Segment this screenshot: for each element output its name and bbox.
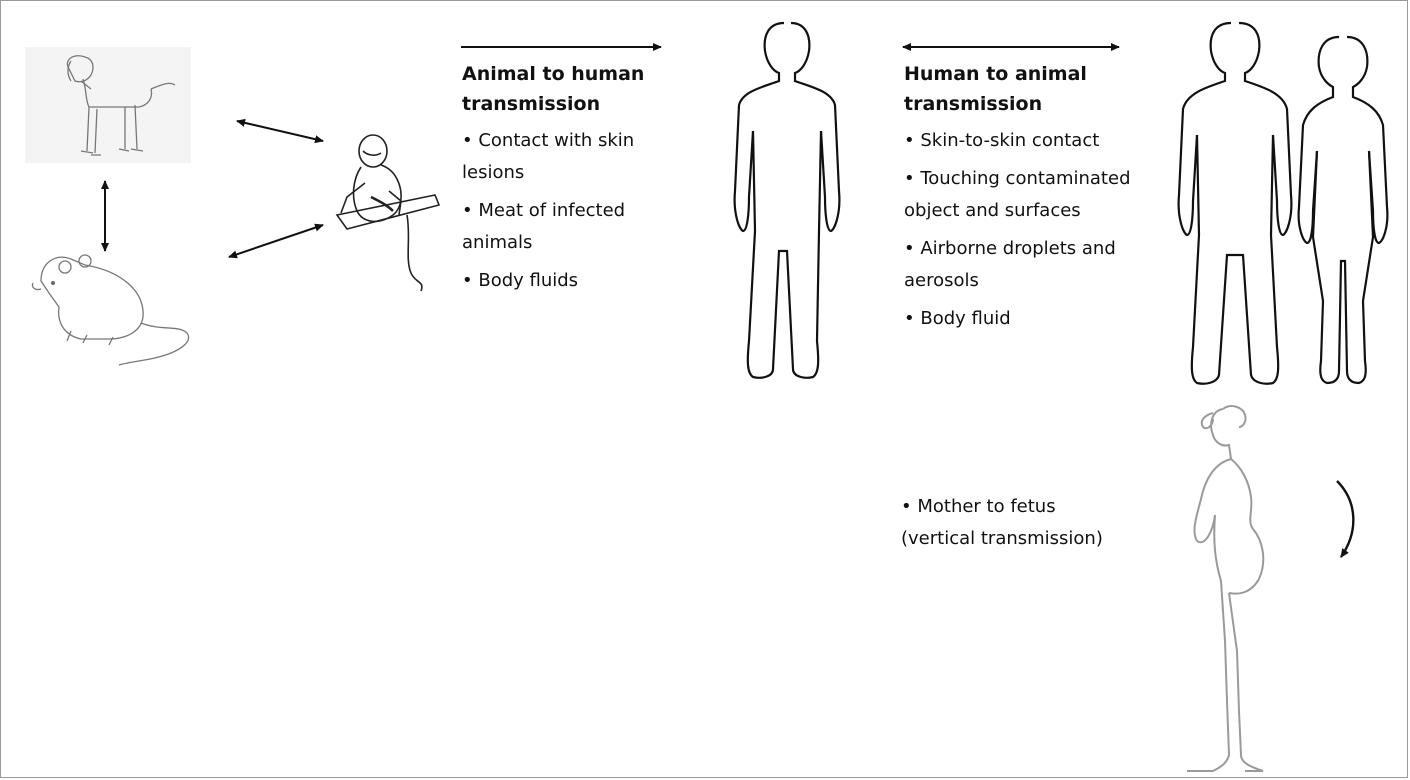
vertical-transmission-block: • Mother to fetus (vertical transmission… — [901, 491, 1141, 555]
list-item: • Body fluid — [904, 303, 1134, 335]
list-item: • Airborne droplets and aerosols — [904, 233, 1134, 297]
list-item: • Meat of infected animals — [462, 195, 682, 259]
animal-to-human-heading: Animal to human transmission — [462, 59, 682, 119]
list-item: • Skin-to-skin contact — [904, 125, 1134, 157]
vertical-line-1: • Mother to fetus — [901, 491, 1141, 523]
human-silhouette-icon — [735, 23, 840, 378]
rat-sketch-icon — [32, 255, 188, 365]
dog-sketch-icon — [25, 47, 191, 163]
pregnant-woman-silhouette-icon — [1187, 406, 1263, 771]
animal-to-human-block: Animal to human transmission • Contact w… — [462, 59, 682, 297]
list-item: • Touching contaminated object and surfa… — [904, 163, 1134, 227]
human-to-animal-block: Human to animal transmission • Skin-to-s… — [904, 59, 1134, 335]
list-item: • Body fluids — [462, 265, 682, 297]
human-couple-silhouette-icon — [1179, 23, 1388, 384]
arrow-rat-monkey — [229, 225, 323, 257]
arrow-mother-to-fetus — [1337, 481, 1353, 557]
monkey-sketch-icon — [337, 135, 439, 291]
human-to-animal-heading: Human to animal transmission — [904, 59, 1134, 119]
list-item: • Contact with skin lesions — [462, 125, 682, 189]
vertical-line-2: (vertical transmission) — [901, 523, 1141, 555]
arrow-dog-monkey — [237, 121, 323, 141]
